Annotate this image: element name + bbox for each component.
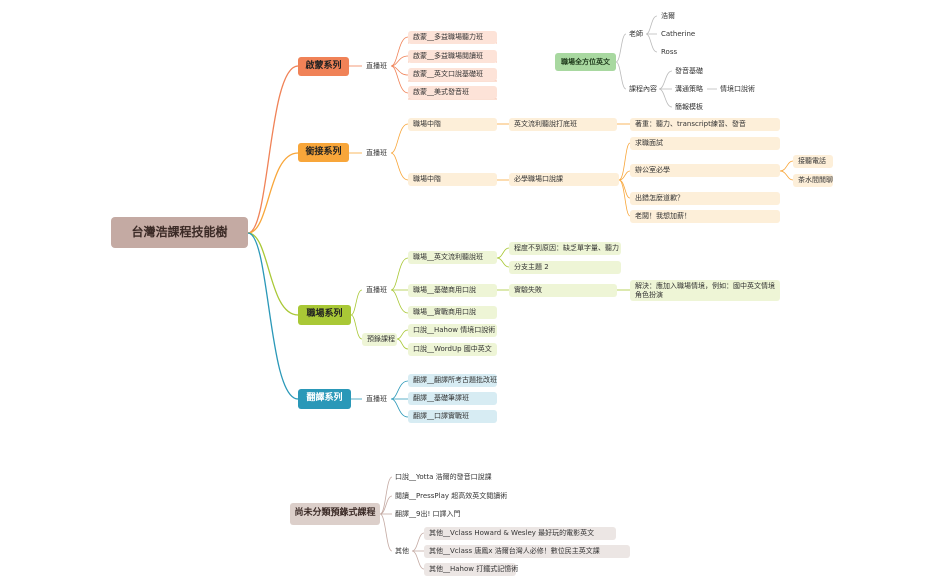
unclassified-other-1[interactable]: 其他__Vclass Howard & Wesley 最好玩的電影英文	[424, 527, 616, 540]
zhichang-item-2[interactable]: 職場__基礎商用口說	[408, 284, 497, 297]
branch-zhichang[interactable]: 職場系列	[298, 305, 351, 325]
branch-xianjie[interactable]: 銜接系列	[298, 143, 349, 162]
qimeng-zhibo[interactable]: 直播班	[366, 61, 387, 70]
quan-teacher-1[interactable]: 浩爾	[661, 11, 675, 20]
unclassified-other-3[interactable]: 其他__Hahow 打鐵式記憶術	[424, 563, 518, 576]
qimeng-item-1[interactable]: 啟蒙__多益職場聽力班	[408, 31, 497, 44]
unclassified-item-1[interactable]: 口說__Yotta 浩爾的發音口說課	[395, 472, 492, 481]
xianjie-topic-3[interactable]: 出錯怎麼道歉？	[630, 192, 780, 205]
zhichang-lu-item-2[interactable]: 口說__WordUp 國中英文	[408, 343, 497, 356]
fanyi-item-1[interactable]: 翻譯__翻譯所考古題批改班	[408, 374, 497, 387]
xianjie-topic-2[interactable]: 辦公室必學	[630, 164, 780, 177]
xianjie-office-2[interactable]: 茶水間閒聊	[793, 174, 833, 187]
quan-teacher-2[interactable]: Catherine	[661, 29, 696, 38]
qimeng-item-3[interactable]: 啟蒙__英文口說基礎班	[408, 68, 497, 81]
xianjie-b-course[interactable]: 必學職場口說課	[509, 173, 619, 186]
fanyi-item-3[interactable]: 翻譯__口譯實戰班	[408, 410, 497, 423]
xianjie-level-b[interactable]: 職場中階	[408, 173, 497, 186]
zhichang-lu-item-1[interactable]: 口說__Hahow 情境口說術	[408, 324, 497, 337]
quan-content-1[interactable]: 發音基礎	[675, 66, 703, 75]
zhichang-solution[interactable]: 解決：應加入職場情境，例如：國中英文情境角色扮演	[630, 280, 780, 301]
zhichang-experiment[interactable]: 實驗失敗	[509, 284, 617, 297]
fanyi-item-2[interactable]: 翻譯__基礎筆譯班	[408, 392, 497, 405]
quan-content-2[interactable]: 溝通策略	[675, 84, 703, 93]
quan-teacher-label[interactable]: 老師	[629, 29, 643, 38]
unclassified-root[interactable]: 尚未分類預錄式課程	[290, 503, 380, 525]
zhichang-zhibo[interactable]: 直播班	[366, 285, 387, 294]
qimeng-item-2[interactable]: 啟蒙__多益職場閱讀班	[408, 50, 497, 63]
zhichang-reason[interactable]: 程度不到原因：缺乏單字量、聽力	[509, 242, 621, 255]
quan-teacher-3[interactable]: Ross	[661, 47, 678, 56]
zhichang-item-1[interactable]: 職場__英文流利聽說班	[408, 251, 497, 264]
zhichang-item-3[interactable]: 職場__實戰商用口說	[408, 306, 497, 319]
xianjie-a-detail[interactable]: 著重：聽力、transcript練習、發音	[630, 118, 780, 131]
qimeng-item-4[interactable]: 啟蒙__美式發音班	[408, 86, 497, 99]
quan-strategy-child[interactable]: 情境口說術	[720, 84, 755, 93]
zhichang-lu[interactable]: 預錄課程	[362, 333, 397, 346]
unclassified-other-2[interactable]: 其他__Vclass 唐鳳x 浩爾台灣人必修！數位民主英文課	[424, 545, 630, 558]
quan-root[interactable]: 職場全方位英文	[555, 53, 616, 71]
xianjie-topic-4[interactable]: 老闆！我想加薪！	[630, 210, 780, 223]
xianjie-level-a[interactable]: 職場中階	[408, 118, 497, 131]
unclassified-item-2[interactable]: 閱讀__PressPlay 超高效英文閱讀術	[395, 491, 508, 500]
branch-qimeng[interactable]: 啟蒙系列	[298, 57, 349, 76]
fanyi-zhibo[interactable]: 直播班	[366, 394, 387, 403]
xianjie-office-1[interactable]: 接聽電話	[793, 155, 833, 168]
quan-content-label[interactable]: 課程內容	[629, 84, 657, 93]
xianjie-zhibo[interactable]: 直播班	[366, 148, 387, 157]
unclassified-item-3[interactable]: 翻譯__9出! 口譯入門	[395, 509, 461, 518]
xianjie-a-course[interactable]: 英文流利聽說打底班	[509, 118, 617, 131]
quan-content-3[interactable]: 簡報模板	[675, 102, 703, 111]
unclassified-other-label[interactable]: 其他	[395, 546, 409, 555]
root-node[interactable]: 台灣浩課程技能樹	[111, 217, 248, 248]
zhichang-subtopic-2[interactable]: 分支主題 2	[509, 261, 621, 274]
xianjie-topic-1[interactable]: 求職面試	[630, 137, 780, 150]
branch-fanyi[interactable]: 翻譯系列	[298, 389, 351, 409]
